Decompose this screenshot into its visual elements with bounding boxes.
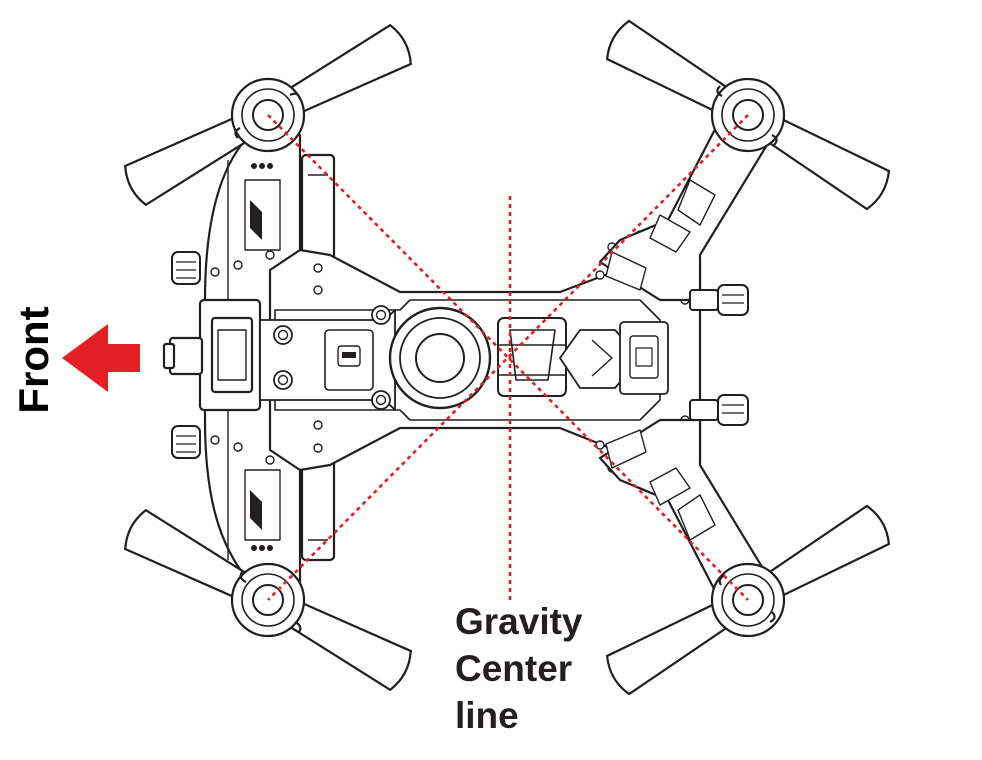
gravity-label-line-2: Center	[455, 648, 573, 689]
front-label: Front	[10, 306, 57, 414]
rear-arms	[598, 108, 772, 612]
front-camera	[162, 298, 262, 412]
gravity-diagonals	[267, 114, 749, 601]
front-arrow-icon	[62, 324, 140, 392]
gravity-label-line-3: line	[455, 695, 519, 736]
right-antenna-knobs	[689, 284, 749, 426]
left-antenna-knobs	[171, 251, 201, 459]
gravity-center-label: Gravity Center line	[455, 598, 583, 739]
gravity-label-line-1: Gravity	[455, 601, 583, 642]
rotation-arrow-icons	[234, 85, 778, 633]
propeller-rear-left	[601, 17, 895, 213]
